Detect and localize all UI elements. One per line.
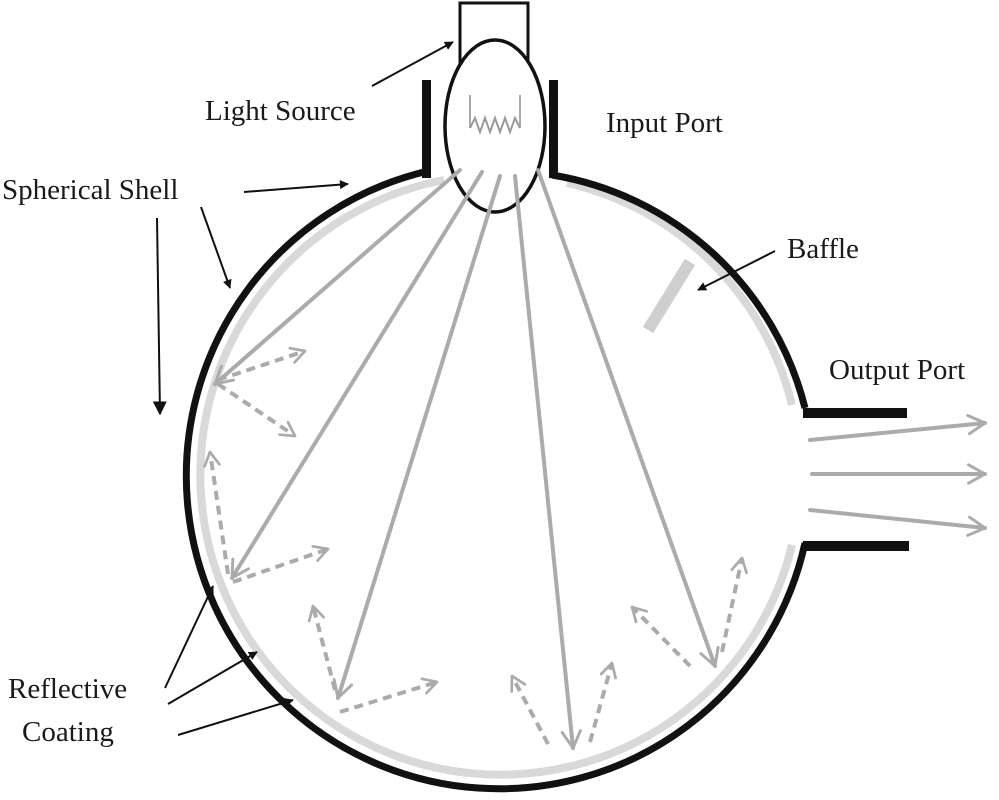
scattered-ray bbox=[588, 661, 617, 743]
coating-pointer bbox=[167, 651, 258, 705]
primary-ray bbox=[230, 170, 484, 580]
shell-pointer bbox=[152, 217, 167, 416]
reflective-coating-label-line2: Coating bbox=[22, 716, 114, 748]
baffle bbox=[642, 258, 696, 334]
primary-ray bbox=[536, 168, 720, 668]
output-ray bbox=[808, 508, 987, 537]
reflective-coating bbox=[196, 176, 796, 779]
primary-rays bbox=[213, 168, 720, 750]
scattered-ray bbox=[203, 450, 230, 575]
shell-pointer bbox=[200, 206, 232, 289]
output-port bbox=[803, 408, 909, 551]
input-port bbox=[422, 80, 558, 178]
baffle-label: Baffle bbox=[787, 233, 859, 265]
scattered-ray bbox=[232, 544, 330, 584]
coating-pointer bbox=[164, 585, 214, 689]
scattered-ray bbox=[630, 605, 692, 668]
scattered-rays bbox=[203, 346, 748, 745]
primary-ray bbox=[513, 174, 582, 750]
light-source-label: Light Source bbox=[205, 95, 356, 127]
scattered-ray bbox=[510, 674, 550, 745]
coating-pointer bbox=[177, 698, 294, 736]
light-source-pointer bbox=[371, 41, 454, 87]
output-ray bbox=[808, 414, 987, 442]
shell-pointer bbox=[243, 180, 349, 193]
input-port-label: Input Port bbox=[606, 107, 723, 139]
output-rays bbox=[808, 414, 987, 537]
baffle-pointer bbox=[697, 250, 776, 291]
spherical-shell bbox=[182, 167, 809, 793]
light-source bbox=[443, 1, 547, 214]
scattered-ray bbox=[216, 382, 297, 438]
spherical-shell-label: Spherical Shell bbox=[2, 174, 178, 206]
scattered-ray bbox=[720, 556, 748, 653]
pointer-arrows bbox=[152, 41, 776, 736]
output-port-label: Output Port bbox=[829, 354, 965, 386]
scattered-ray bbox=[339, 677, 439, 714]
scattered-ray bbox=[217, 346, 307, 382]
primary-ray bbox=[332, 174, 502, 700]
reflective-coating-label-line1: Reflective bbox=[8, 673, 127, 705]
scattered-ray bbox=[307, 604, 337, 691]
primary-ray bbox=[213, 168, 462, 386]
